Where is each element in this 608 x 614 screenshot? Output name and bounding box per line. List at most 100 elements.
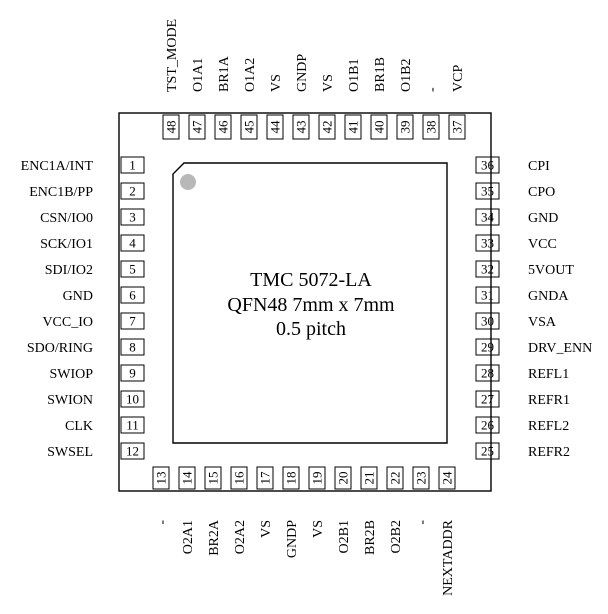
pin-label-gndp: GNDP [285, 520, 300, 558]
pin-label-tst-mode: TST_MODE [165, 19, 180, 92]
pin-23: 23- [412, 466, 430, 525]
pin-pad [152, 466, 170, 490]
pin-label-o1a1: O1A1 [191, 58, 206, 92]
pin-label-nc: - [425, 87, 440, 92]
pin1-marker-dot [180, 174, 196, 190]
pin-pad [438, 466, 456, 490]
pin-number: 37 [450, 120, 465, 134]
pin-40: 40 BR1B [370, 57, 388, 140]
pin-pad [475, 442, 500, 460]
pin-label-swiop: SWIOP [49, 367, 93, 382]
pin-label-nc: - [415, 520, 430, 525]
pin-label-br2b: BR2B [363, 520, 378, 555]
pin-number: 45 [242, 121, 257, 134]
pin-pad [475, 416, 500, 434]
pin-label-enc1a-int: ENC1A/INT [21, 159, 94, 174]
pin-label-nextaddr: NEXTADDR [441, 519, 456, 596]
pin-pad [120, 182, 145, 200]
pin-number: 11 [126, 418, 139, 433]
pin-pad [120, 156, 145, 174]
pin-pad [162, 114, 180, 140]
pin-number: 33 [481, 236, 494, 251]
pin-label-drv-enn: DRV_ENN [528, 341, 592, 356]
chip-package: QFN48 7mm x 7mm [227, 294, 395, 316]
pin-8: 8 SDO/RING [27, 338, 145, 356]
pin-number: 20 [336, 472, 351, 485]
pin-pad [396, 114, 414, 140]
pin-number: 40 [372, 121, 387, 134]
pin-pad [308, 466, 326, 490]
pin-pad [120, 442, 145, 460]
pin-label-gnda: GNDA [528, 289, 569, 304]
pin-label-cpi: CPI [528, 159, 550, 174]
pin-label-br1a: BR1A [217, 55, 232, 92]
pin-label-br1b: BR1B [373, 57, 388, 92]
pin-pad [292, 114, 310, 140]
pin-pad [120, 364, 145, 382]
pin-28: 28 REFL1 [475, 364, 569, 382]
pin-label-swsel: SWSEL [47, 445, 93, 460]
pin-number: 8 [129, 340, 136, 355]
pin-pad [318, 114, 336, 140]
pin-pad [370, 114, 388, 140]
pin-label-refl1: REFL1 [528, 367, 569, 382]
pin-number: 21 [362, 472, 377, 485]
pin-label-sdo-ring: SDO/RING [27, 341, 93, 356]
pin-number: 35 [481, 184, 494, 199]
pin-number: 14 [180, 471, 195, 485]
pin-number: 7 [129, 314, 136, 329]
pin-number: 48 [164, 121, 179, 134]
pin-number: 28 [481, 366, 494, 381]
pin-pad [475, 260, 500, 278]
pin-number: 9 [129, 366, 136, 381]
pin-number: 1 [129, 158, 136, 173]
pin-pad [240, 114, 258, 140]
pin-pad [178, 466, 196, 490]
pin-number: 29 [481, 340, 494, 355]
pin-pad [475, 234, 500, 252]
pin-label-o1b2: O1B2 [399, 59, 414, 92]
pin-number: 6 [129, 288, 136, 303]
pin-label-o2b1: O2B1 [337, 520, 352, 553]
pin-number: 43 [294, 121, 309, 134]
pin-number: 25 [481, 444, 494, 459]
pin-pad [266, 114, 284, 140]
pin-pad [120, 286, 145, 304]
pin-pad [475, 182, 500, 200]
pin-pad [230, 466, 248, 490]
pin-number: 15 [206, 472, 221, 485]
pin-number: 10 [126, 392, 139, 407]
pin-pad [475, 338, 500, 356]
pin-29: 29 DRV_ENN [475, 338, 592, 356]
chip-title: TMC 5072-LA [250, 269, 372, 291]
pin-number: 47 [190, 120, 205, 134]
pin-label-vsa: VSA [528, 315, 557, 330]
pin-1: 1 ENC1A/INT [21, 156, 145, 174]
pin-pad [475, 208, 500, 226]
pin-pad [475, 390, 500, 408]
pin-pad [120, 208, 145, 226]
chip-pitch: 0.5 pitch [276, 318, 346, 340]
pin-number: 16 [232, 471, 247, 485]
pin-number: 32 [481, 262, 494, 277]
pin-number: 39 [398, 121, 413, 134]
